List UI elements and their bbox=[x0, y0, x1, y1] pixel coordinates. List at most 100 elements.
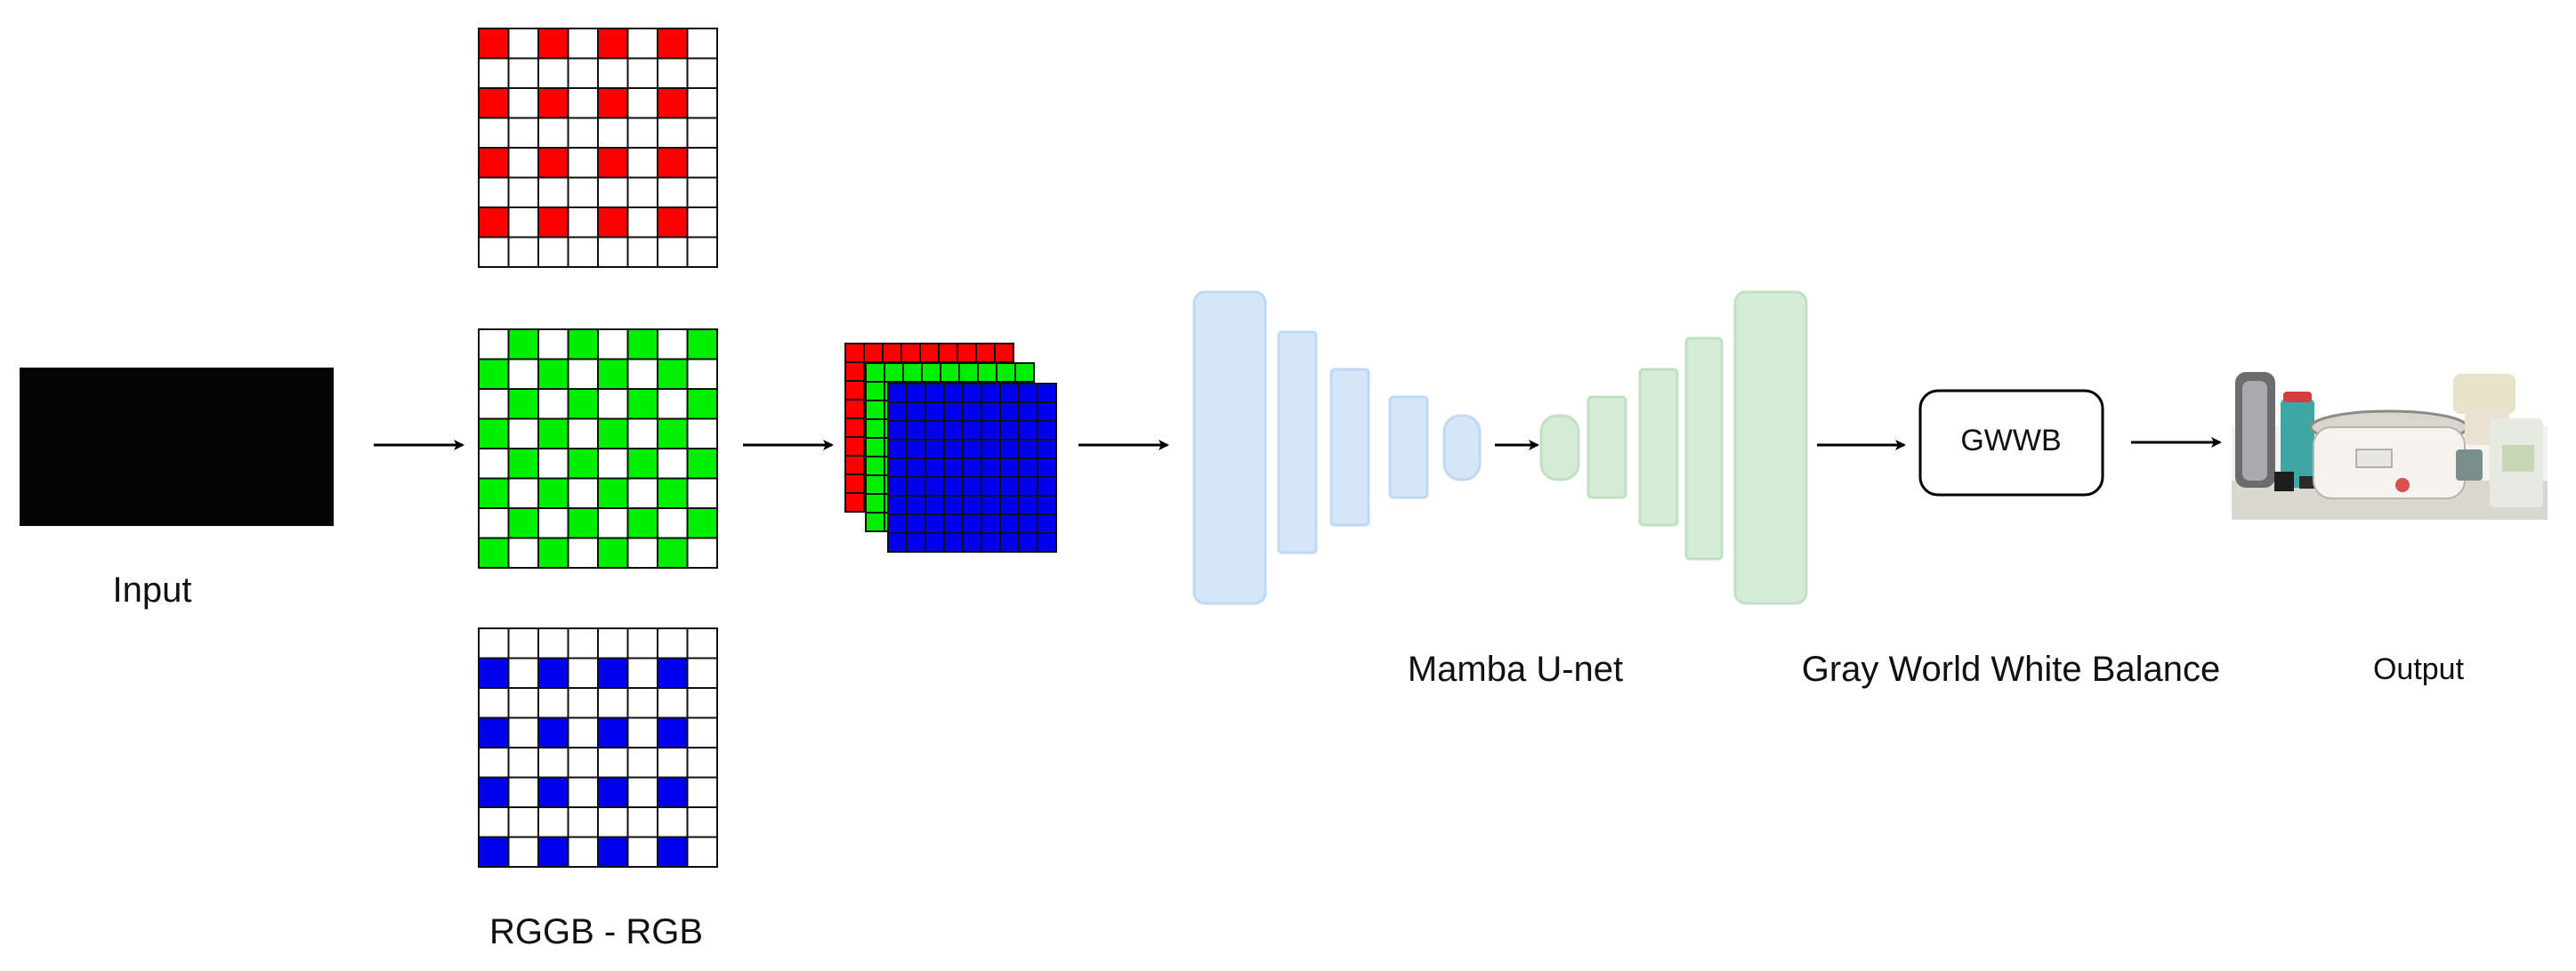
bayer-cell bbox=[626, 448, 658, 480]
bayer-cell bbox=[597, 657, 629, 689]
bayer-cell bbox=[1014, 362, 1035, 383]
bayer-cell bbox=[567, 507, 599, 539]
output-label: Output bbox=[2372, 652, 2465, 686]
bayer-cell bbox=[537, 776, 569, 808]
bayer-cell bbox=[537, 358, 569, 390]
bayer-cell bbox=[478, 687, 510, 719]
bayer-cell bbox=[507, 328, 539, 360]
bayer-cell bbox=[686, 417, 718, 449]
bayer-cell bbox=[921, 362, 941, 383]
bayer-cell bbox=[686, 507, 718, 539]
bayer-cell bbox=[478, 358, 510, 390]
bayer-cell bbox=[686, 176, 718, 208]
bayer-cell bbox=[865, 474, 885, 495]
bayer-cell bbox=[1037, 383, 1057, 403]
bayer-cell bbox=[906, 439, 926, 459]
bayer-cell bbox=[1018, 532, 1038, 553]
encoder-block bbox=[1192, 290, 1267, 605]
bayer-cell bbox=[981, 420, 1001, 441]
unet-label: Mamba U-net bbox=[1407, 650, 1624, 689]
bayer-cell bbox=[962, 457, 982, 478]
bayer-cell bbox=[537, 236, 569, 268]
bayer-cell bbox=[943, 514, 964, 534]
bayer-cell bbox=[597, 537, 629, 569]
bayer-cell bbox=[567, 388, 599, 420]
bayer-cell bbox=[1037, 457, 1057, 478]
decoder-block bbox=[1539, 414, 1580, 481]
bayer-cell bbox=[686, 87, 718, 119]
bayer-cell bbox=[887, 383, 908, 403]
bayer-cell bbox=[962, 383, 982, 403]
bayer-cell bbox=[999, 383, 1020, 403]
bayer-cell bbox=[626, 657, 658, 689]
bayer-cell bbox=[1018, 495, 1038, 515]
bayer-cell bbox=[906, 532, 926, 553]
bayer-cell bbox=[657, 537, 689, 569]
bayer-cell bbox=[999, 476, 1020, 497]
bayer-cell bbox=[567, 87, 599, 119]
bayer-cell bbox=[507, 507, 539, 539]
bayer-cell bbox=[597, 627, 629, 659]
bayer-cell bbox=[981, 439, 1001, 459]
bayer-cell bbox=[657, 57, 689, 89]
bayer-cell bbox=[884, 362, 904, 383]
bayer-cell bbox=[865, 493, 885, 514]
bayer-cell bbox=[507, 358, 539, 390]
bayer-cell bbox=[999, 420, 1020, 441]
bayer-cell bbox=[597, 417, 629, 449]
bayer-cell bbox=[925, 457, 945, 478]
bayer-cell bbox=[943, 401, 964, 422]
bayer-cell bbox=[626, 236, 658, 268]
bayer-cell bbox=[1018, 476, 1038, 497]
bayer-cell bbox=[657, 147, 689, 179]
bayer-cell bbox=[943, 439, 964, 459]
bayer-cell bbox=[686, 448, 718, 480]
bayer-cell bbox=[962, 514, 982, 534]
bayer-cell bbox=[999, 532, 1020, 553]
bayer-cell bbox=[999, 495, 1020, 515]
bayer-cell bbox=[1037, 514, 1057, 534]
bayer-cell bbox=[537, 28, 569, 60]
bayer-cell bbox=[943, 532, 964, 553]
red-bayer-grid bbox=[478, 28, 718, 268]
bayer-cell bbox=[844, 417, 865, 438]
bayer-cell bbox=[626, 176, 658, 208]
bayer-cell bbox=[882, 343, 902, 363]
bayer-cell bbox=[863, 343, 884, 363]
bayer-cell bbox=[657, 28, 689, 60]
decoder-block bbox=[1684, 336, 1724, 561]
bayer-cell bbox=[657, 836, 689, 868]
bayer-cell bbox=[567, 776, 599, 808]
bayer-cell bbox=[887, 532, 908, 553]
bayer-cell bbox=[686, 836, 718, 868]
bayer-cell bbox=[626, 206, 658, 239]
bayer-cell bbox=[567, 806, 599, 838]
rgb-stack bbox=[844, 343, 1057, 553]
bayer-cell bbox=[478, 448, 510, 480]
bayer-cell bbox=[962, 420, 982, 441]
bayer-cell bbox=[686, 776, 718, 808]
bayer-cell bbox=[887, 457, 908, 478]
bayer-cell bbox=[906, 420, 926, 441]
bayer-cell bbox=[537, 328, 569, 360]
bayer-cell bbox=[478, 328, 510, 360]
bayer-cell bbox=[906, 401, 926, 422]
bayer-cell bbox=[507, 117, 539, 149]
bayer-cell bbox=[887, 514, 908, 534]
bayer-cell bbox=[626, 687, 658, 719]
bayer-cell bbox=[657, 627, 689, 659]
bayer-cell bbox=[507, 87, 539, 119]
bayer-cell bbox=[906, 495, 926, 515]
bayer-cell bbox=[597, 747, 629, 779]
bayer-cell bbox=[981, 457, 1001, 478]
bayer-cell bbox=[657, 328, 689, 360]
bayer-cell bbox=[657, 477, 689, 509]
bayer-cell bbox=[597, 507, 629, 539]
bayer-cell bbox=[1018, 457, 1038, 478]
bayer-cell bbox=[943, 457, 964, 478]
bayer-cell bbox=[943, 476, 964, 497]
bayer-cell bbox=[478, 537, 510, 569]
bayer-cell bbox=[537, 147, 569, 179]
bayer-cell bbox=[478, 206, 510, 239]
bayer-cell bbox=[597, 687, 629, 719]
